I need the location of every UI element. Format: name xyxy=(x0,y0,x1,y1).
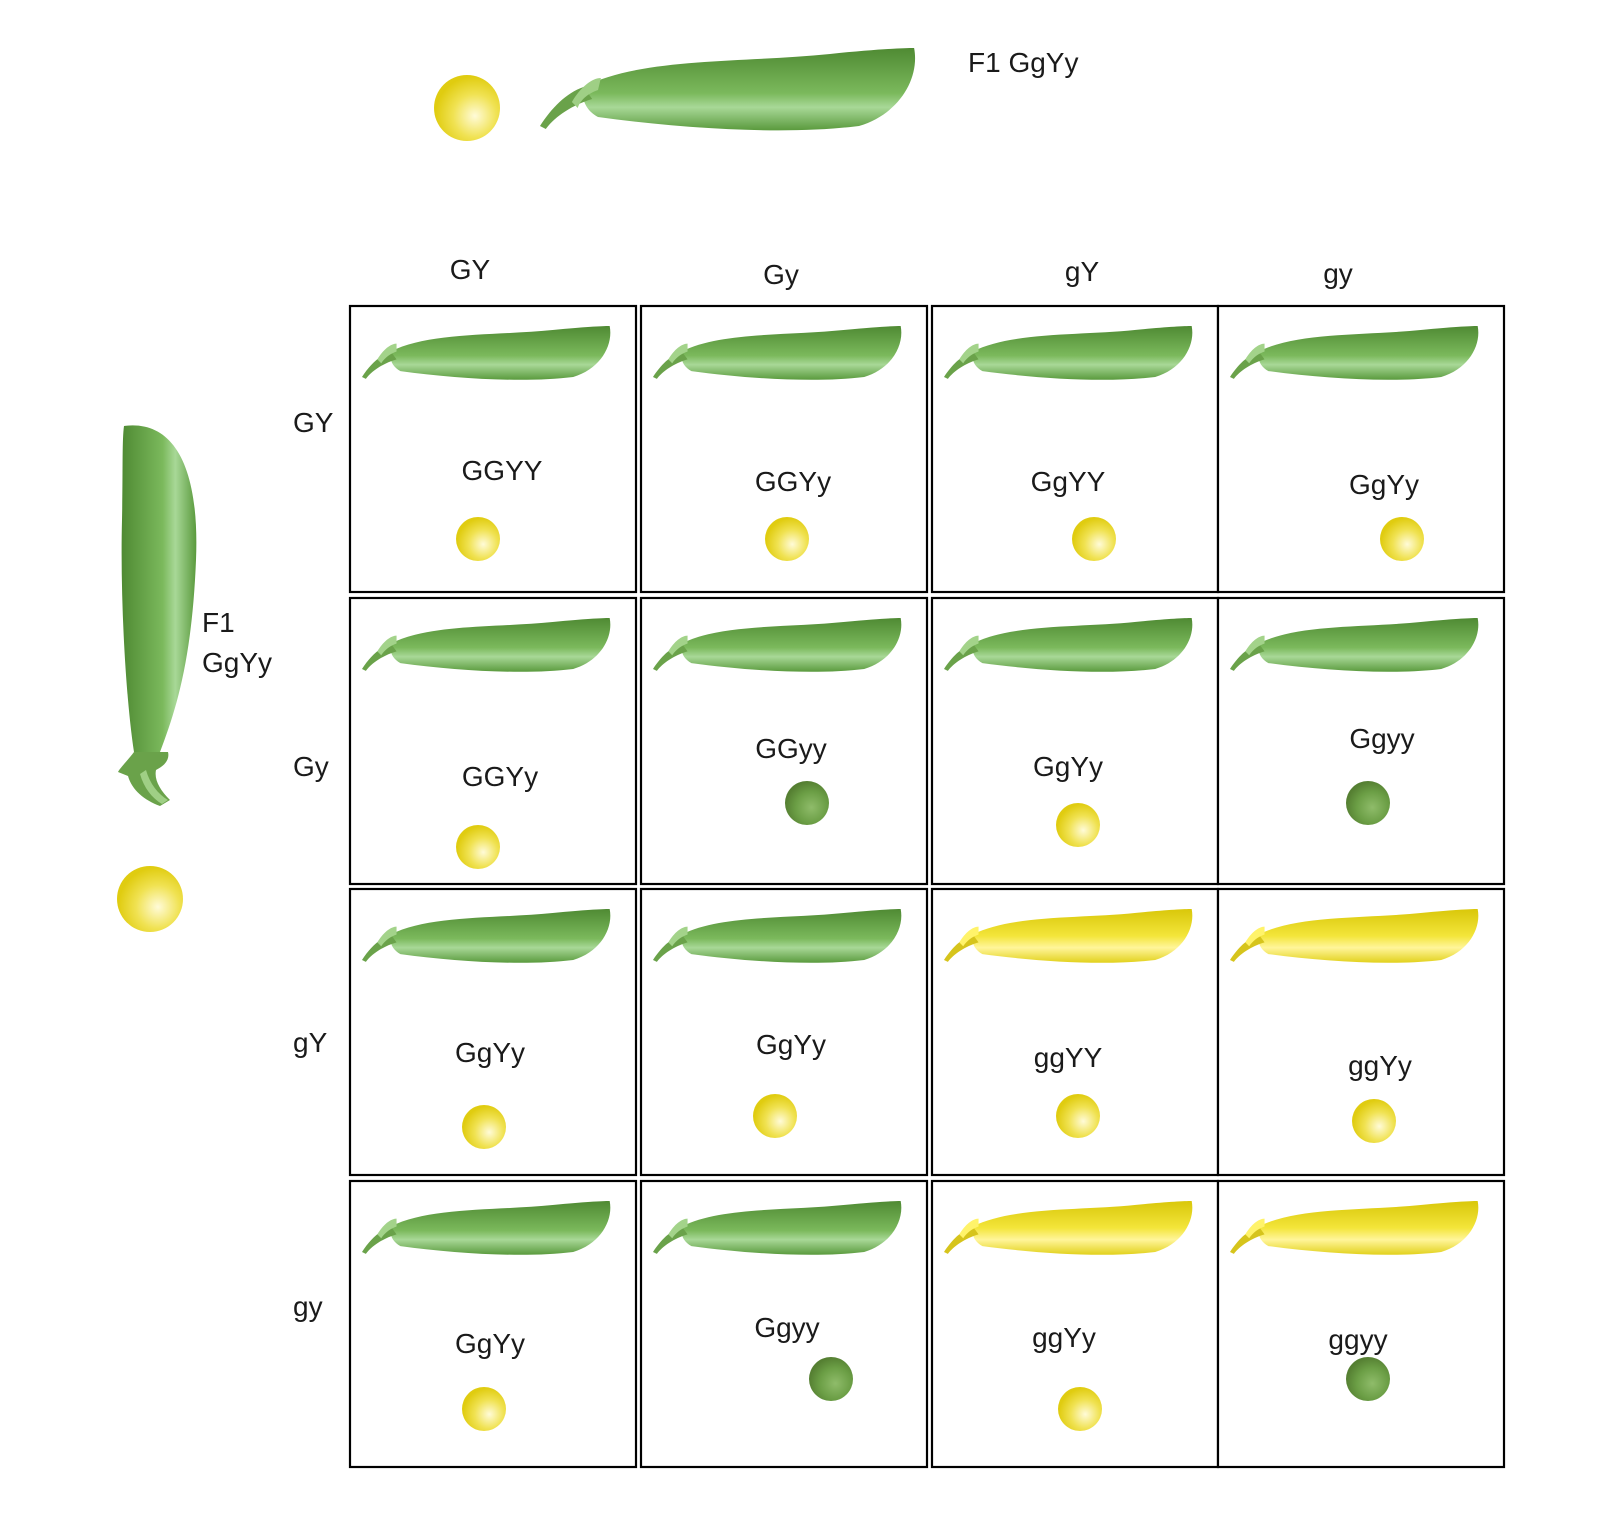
column-gamete-4: gy xyxy=(1323,258,1353,289)
column-gamete-headers: GY Gy gY gy xyxy=(450,254,1353,290)
yellow-seed xyxy=(462,1105,506,1149)
genotype-label: ggYY xyxy=(1034,1042,1103,1073)
yellow-seed xyxy=(456,517,500,561)
left-parent-label-line1: F1 xyxy=(202,607,235,638)
column-gamete-1: GY xyxy=(450,254,491,285)
green-pod xyxy=(362,909,611,963)
punnett-cell-r1-c3: GgYY xyxy=(930,304,1220,594)
punnett-cell-r3-c4: ggYy xyxy=(1216,887,1506,1177)
genotype-label: Ggyy xyxy=(1349,723,1414,754)
yellow-seed xyxy=(1380,517,1424,561)
yellow-pod xyxy=(944,1201,1193,1255)
left-parent-pod xyxy=(118,425,197,806)
row-gamete-1: GY xyxy=(293,407,334,438)
green-pod xyxy=(653,909,902,963)
yellow-seed xyxy=(765,517,809,561)
punnett-cell-r3-c1: GgYy xyxy=(348,887,638,1177)
top-parent-seed xyxy=(434,75,500,141)
left-parent-label-line2: GgYy xyxy=(202,647,272,678)
green-pod xyxy=(362,326,611,380)
top-parent-label: F1 GgYy xyxy=(968,47,1078,78)
genotype-label: GgYy xyxy=(455,1037,525,1068)
genotype-label: GgYy xyxy=(756,1029,826,1060)
punnett-cell-r4-c2: Ggyy xyxy=(639,1179,929,1469)
yellow-seed xyxy=(753,1094,797,1138)
genotype-label: GgYy xyxy=(1349,469,1419,500)
yellow-seed xyxy=(1072,517,1116,561)
genotype-label: GgYY xyxy=(1031,466,1106,497)
punnett-cell-r1-c1: GGYY xyxy=(348,304,638,594)
green-seed xyxy=(809,1357,853,1401)
punnett-cell-r4-c1: GgYy xyxy=(348,1179,638,1469)
yellow-pod xyxy=(944,909,1193,963)
genotype-label: GGYY xyxy=(462,455,543,486)
punnett-cell-r4-c4: ggyy xyxy=(1216,1179,1506,1469)
punnett-cell-r3-c2: GgYy xyxy=(639,887,929,1177)
green-seed xyxy=(1346,1357,1390,1401)
genotype-label: ggyy xyxy=(1328,1324,1387,1355)
punnett-cell-r4-c3: ggYy xyxy=(930,1179,1220,1469)
row-gamete-4: gy xyxy=(293,1291,323,1322)
row-gamete-3: gY xyxy=(293,1027,328,1058)
green-pod xyxy=(362,1201,611,1255)
punnett-cell-r3-c3: ggYY xyxy=(930,887,1220,1177)
genotype-label: GgYy xyxy=(1033,751,1103,782)
yellow-seed xyxy=(456,825,500,869)
green-seed xyxy=(1346,781,1390,825)
row-gamete-2: Gy xyxy=(293,751,329,782)
punnett-cell-r2-c4: Ggyy xyxy=(1216,596,1506,886)
punnett-cell-r1-c4: GgYy xyxy=(1216,304,1506,594)
green-pod xyxy=(653,1201,902,1255)
yellow-seed xyxy=(1058,1387,1102,1431)
yellow-seed xyxy=(1056,803,1100,847)
punnett-cell-r2-c1: GGYy xyxy=(348,596,638,886)
green-pod xyxy=(1230,618,1479,672)
green-pod xyxy=(362,618,611,672)
genotype-label: ggYy xyxy=(1032,1322,1096,1353)
green-pod xyxy=(653,618,902,672)
punnett-cell-r1-c2: GGYy xyxy=(639,304,929,594)
genotype-label: GgYy xyxy=(455,1328,525,1359)
top-parent-plant: F1 GgYy xyxy=(434,47,1078,141)
green-seed xyxy=(785,781,829,825)
yellow-pod xyxy=(1230,1201,1479,1255)
green-pod xyxy=(944,618,1193,672)
yellow-pod xyxy=(1230,909,1479,963)
column-gamete-2: Gy xyxy=(763,259,799,290)
genotype-label: ggYy xyxy=(1348,1050,1412,1081)
left-parent-seed xyxy=(117,866,183,932)
punnett-cell-r2-c3: GgYy xyxy=(930,596,1220,886)
top-parent-pod xyxy=(540,48,916,131)
row-gamete-headers: GY Gy gY gy xyxy=(293,407,334,1322)
genotype-label: GGyy xyxy=(755,733,827,764)
genotype-label: GGYy xyxy=(755,466,831,497)
genotype-label: GGYy xyxy=(462,761,538,792)
column-gamete-3: gY xyxy=(1065,256,1100,287)
green-pod xyxy=(1230,326,1479,380)
yellow-seed xyxy=(1352,1099,1396,1143)
green-pod xyxy=(653,326,902,380)
yellow-seed xyxy=(462,1387,506,1431)
green-pod xyxy=(944,326,1193,380)
genotype-label: Ggyy xyxy=(754,1312,819,1343)
left-parent-plant: F1 GgYy xyxy=(117,425,272,932)
yellow-seed xyxy=(1056,1094,1100,1138)
punnett-cell-r2-c2: GGyy xyxy=(639,596,929,886)
